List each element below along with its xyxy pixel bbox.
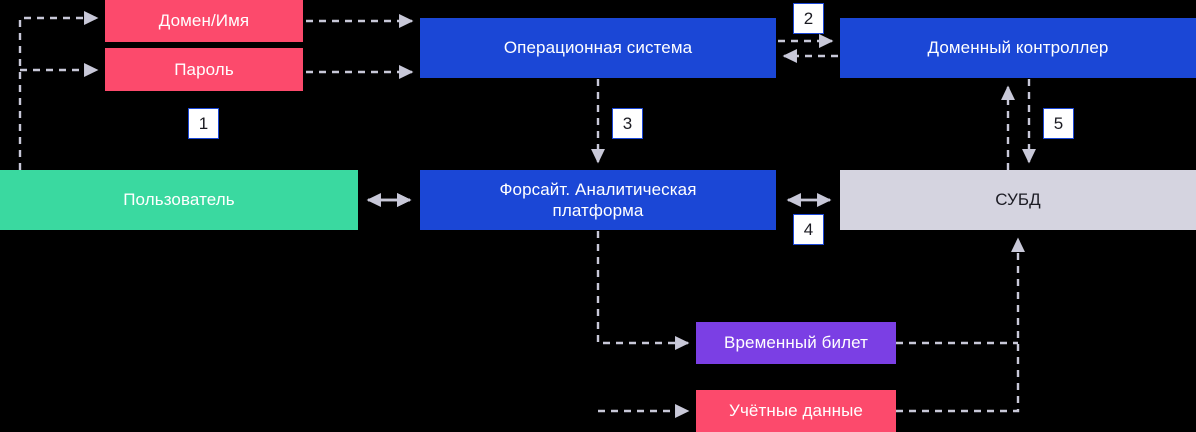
node-label: Домен/Имя (158, 11, 250, 31)
node-forsayt-analiticheskaya-platforma[interactable]: Форсайт. Аналитическая платформа (420, 170, 776, 230)
node-label: Учётные данные (729, 401, 863, 421)
step-badge-label: 1 (198, 113, 209, 133)
step-badge-4: 4 (793, 214, 824, 245)
edge-platform-to-temp-ticket (596, 231, 690, 350)
node-label: Операционная система (503, 38, 693, 58)
step-badge-1: 1 (188, 108, 219, 139)
step-badge-2: 2 (793, 3, 824, 34)
node-domennyy-kontroller[interactable]: Доменный контроллер (840, 18, 1196, 78)
node-polzovatel[interactable]: Пользователь (0, 170, 358, 230)
node-operacionnaya-sistema[interactable]: Операционная система (420, 18, 776, 78)
node-vremennyy-bilet[interactable]: Временный билет (696, 322, 896, 364)
node-label: Доменный контроллер (927, 38, 1109, 58)
node-label: Пользователь (123, 190, 235, 210)
node-parol[interactable]: Пароль (105, 48, 303, 91)
node-label: Пароль (174, 59, 234, 79)
step-badge-3: 3 (612, 108, 643, 139)
step-badge-label: 2 (803, 8, 814, 28)
step-badge-5: 5 (1043, 108, 1074, 139)
step-badge-label: 5 (1053, 113, 1064, 133)
node-domen-imya[interactable]: Домен/Имя (105, 0, 303, 42)
step-badge-label: 4 (803, 219, 814, 239)
edge-credentials-to-dbms (896, 237, 1025, 413)
edge-user-to-domain-name (18, 11, 99, 170)
node-subd[interactable]: СУБД (840, 170, 1196, 230)
step-badge-label: 3 (622, 113, 633, 133)
node-label: СУБД (995, 190, 1041, 210)
node-label: Временный билет (724, 333, 868, 353)
node-label: Форсайт. Аналитическая платформа (499, 179, 697, 220)
node-uchetnye-dannye[interactable]: Учётные данные (696, 390, 896, 432)
